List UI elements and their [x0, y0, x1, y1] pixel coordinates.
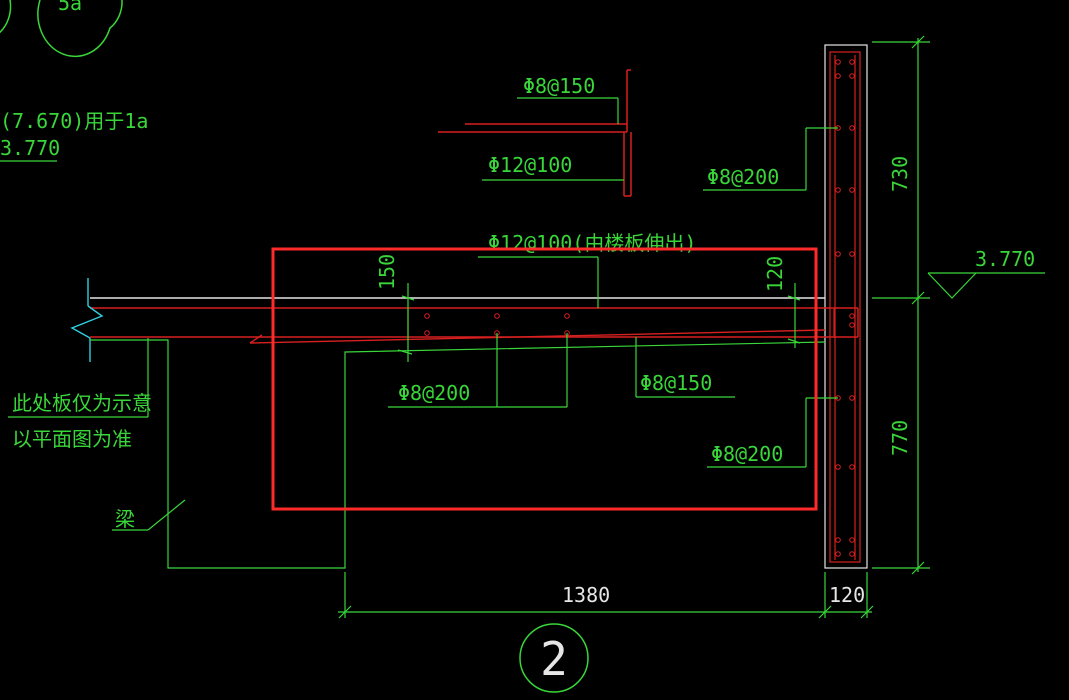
rebar-label-bottom-mid: Φ8@150 — [640, 371, 712, 395]
dim-lower-height: 770 — [888, 420, 912, 456]
slab-note-line-1: 此处板仅为示意 — [12, 391, 152, 415]
slab-section — [70, 278, 859, 362]
dim-overhang-width: 1380 — [562, 583, 610, 607]
slab-note-line-2: 以平面图为准 — [12, 427, 132, 451]
wall-section — [824, 44, 868, 569]
dim-slab-right: 120 — [763, 256, 787, 292]
top-rebar-callouts — [438, 69, 632, 197]
highlight-box — [271, 247, 818, 511]
dim-upper-height: 730 — [888, 156, 912, 192]
rebar-label-side-lower: Φ8@200 — [711, 442, 783, 466]
detail-number-circle — [519, 623, 589, 693]
elevation-symbol — [927, 272, 1045, 299]
beam-label: 梁 — [115, 507, 135, 531]
horizontal-dimension — [338, 572, 874, 619]
detail-number: 2 — [540, 632, 568, 686]
rebar-label-top-2: Φ12@100 — [488, 153, 572, 177]
dim-wall-width: 120 — [829, 583, 865, 607]
partial-detail-marker — [0, 0, 123, 58]
vertical-dimension — [872, 35, 930, 575]
beam-and-leaders — [8, 256, 826, 569]
slab-rebar-dots — [424, 313, 855, 336]
dim-slab-left: 150 — [375, 254, 399, 290]
elevation-note-2: 3.770 — [0, 136, 60, 160]
rebar-label-from-slab: Φ12@100(由楼板伸出) — [488, 231, 696, 255]
rebar-label-bottom-left: Φ8@200 — [398, 381, 470, 405]
side-rebar-callouts — [703, 127, 838, 468]
rebar-label-top-1: Φ8@150 — [523, 74, 595, 98]
rebar-label-side-upper: Φ8@200 — [707, 165, 779, 189]
elevation-value: 3.770 — [975, 247, 1035, 271]
elevation-note-1: (7.670)用于1a — [0, 109, 148, 133]
detail-number-partial: 5a — [58, 0, 82, 15]
